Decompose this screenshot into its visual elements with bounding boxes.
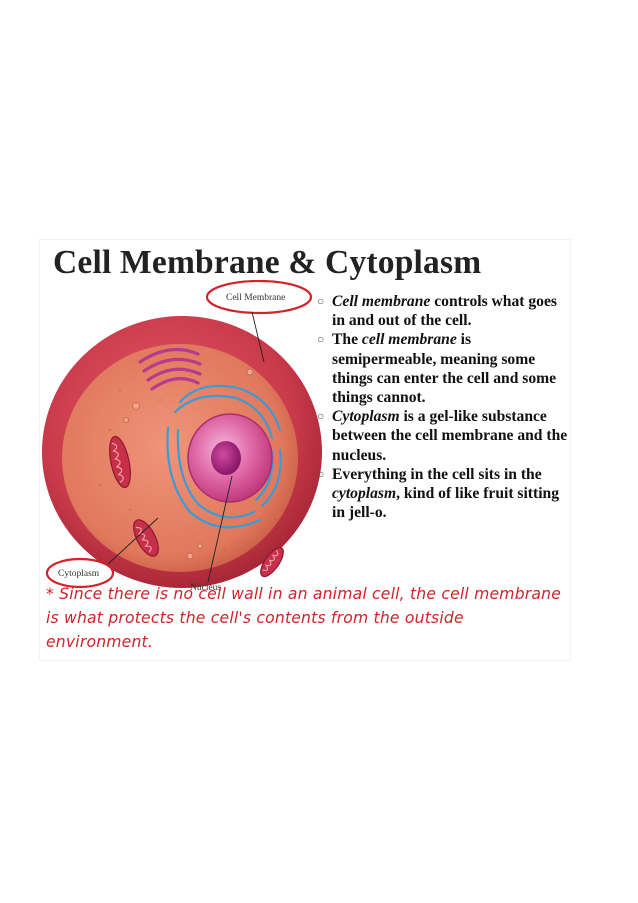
slide-title: Cell Membrane & Cytoplasm (53, 244, 482, 281)
bullet-list: ○Cell membrane controls what goes in and… (316, 292, 570, 522)
bullet-item: ○Cell membrane controls what goes in and… (317, 293, 557, 330)
cell-membrane-label-highlight (205, 280, 313, 315)
vesicles-icon (123, 368, 254, 560)
cytoplasm-pointer (107, 517, 159, 565)
cytoplasm-label-highlight (45, 557, 115, 589)
bullet-marker: ○ (317, 294, 325, 308)
handwritten-note: * Since there is no cell wall in an anim… (46, 585, 562, 651)
bullet-marker: ○ (317, 466, 325, 481)
bullet-marker: ○ (317, 409, 325, 424)
endoplasmic-reticulum-icon (166, 384, 282, 529)
golgi-icon (138, 347, 202, 391)
nucleus-pointer (207, 475, 233, 583)
bullet-item: ○Cytoplasm is a gel-like substance betwe… (317, 408, 568, 464)
slide: Cell Membrane & Cytoplasm (40, 240, 570, 660)
nucleus-label: Nucleus (190, 583, 221, 593)
cytoplasm-label: Cytoplasm (58, 569, 100, 579)
bullet-marker: ○ (317, 332, 325, 347)
bullet-item: ○Everything in the cell sits in the cyto… (317, 465, 559, 522)
cell-diagram: Cell Membrane Cytoplasm Nucleus (42, 280, 322, 593)
cell-membrane-pointer (251, 311, 265, 363)
bullet-item: ○The cell membrane is semipermeable, mea… (317, 331, 557, 407)
mitochondria-icon (109, 435, 284, 578)
cell-membrane-label: Cell Membrane (226, 293, 285, 303)
nucleolus (211, 441, 241, 475)
